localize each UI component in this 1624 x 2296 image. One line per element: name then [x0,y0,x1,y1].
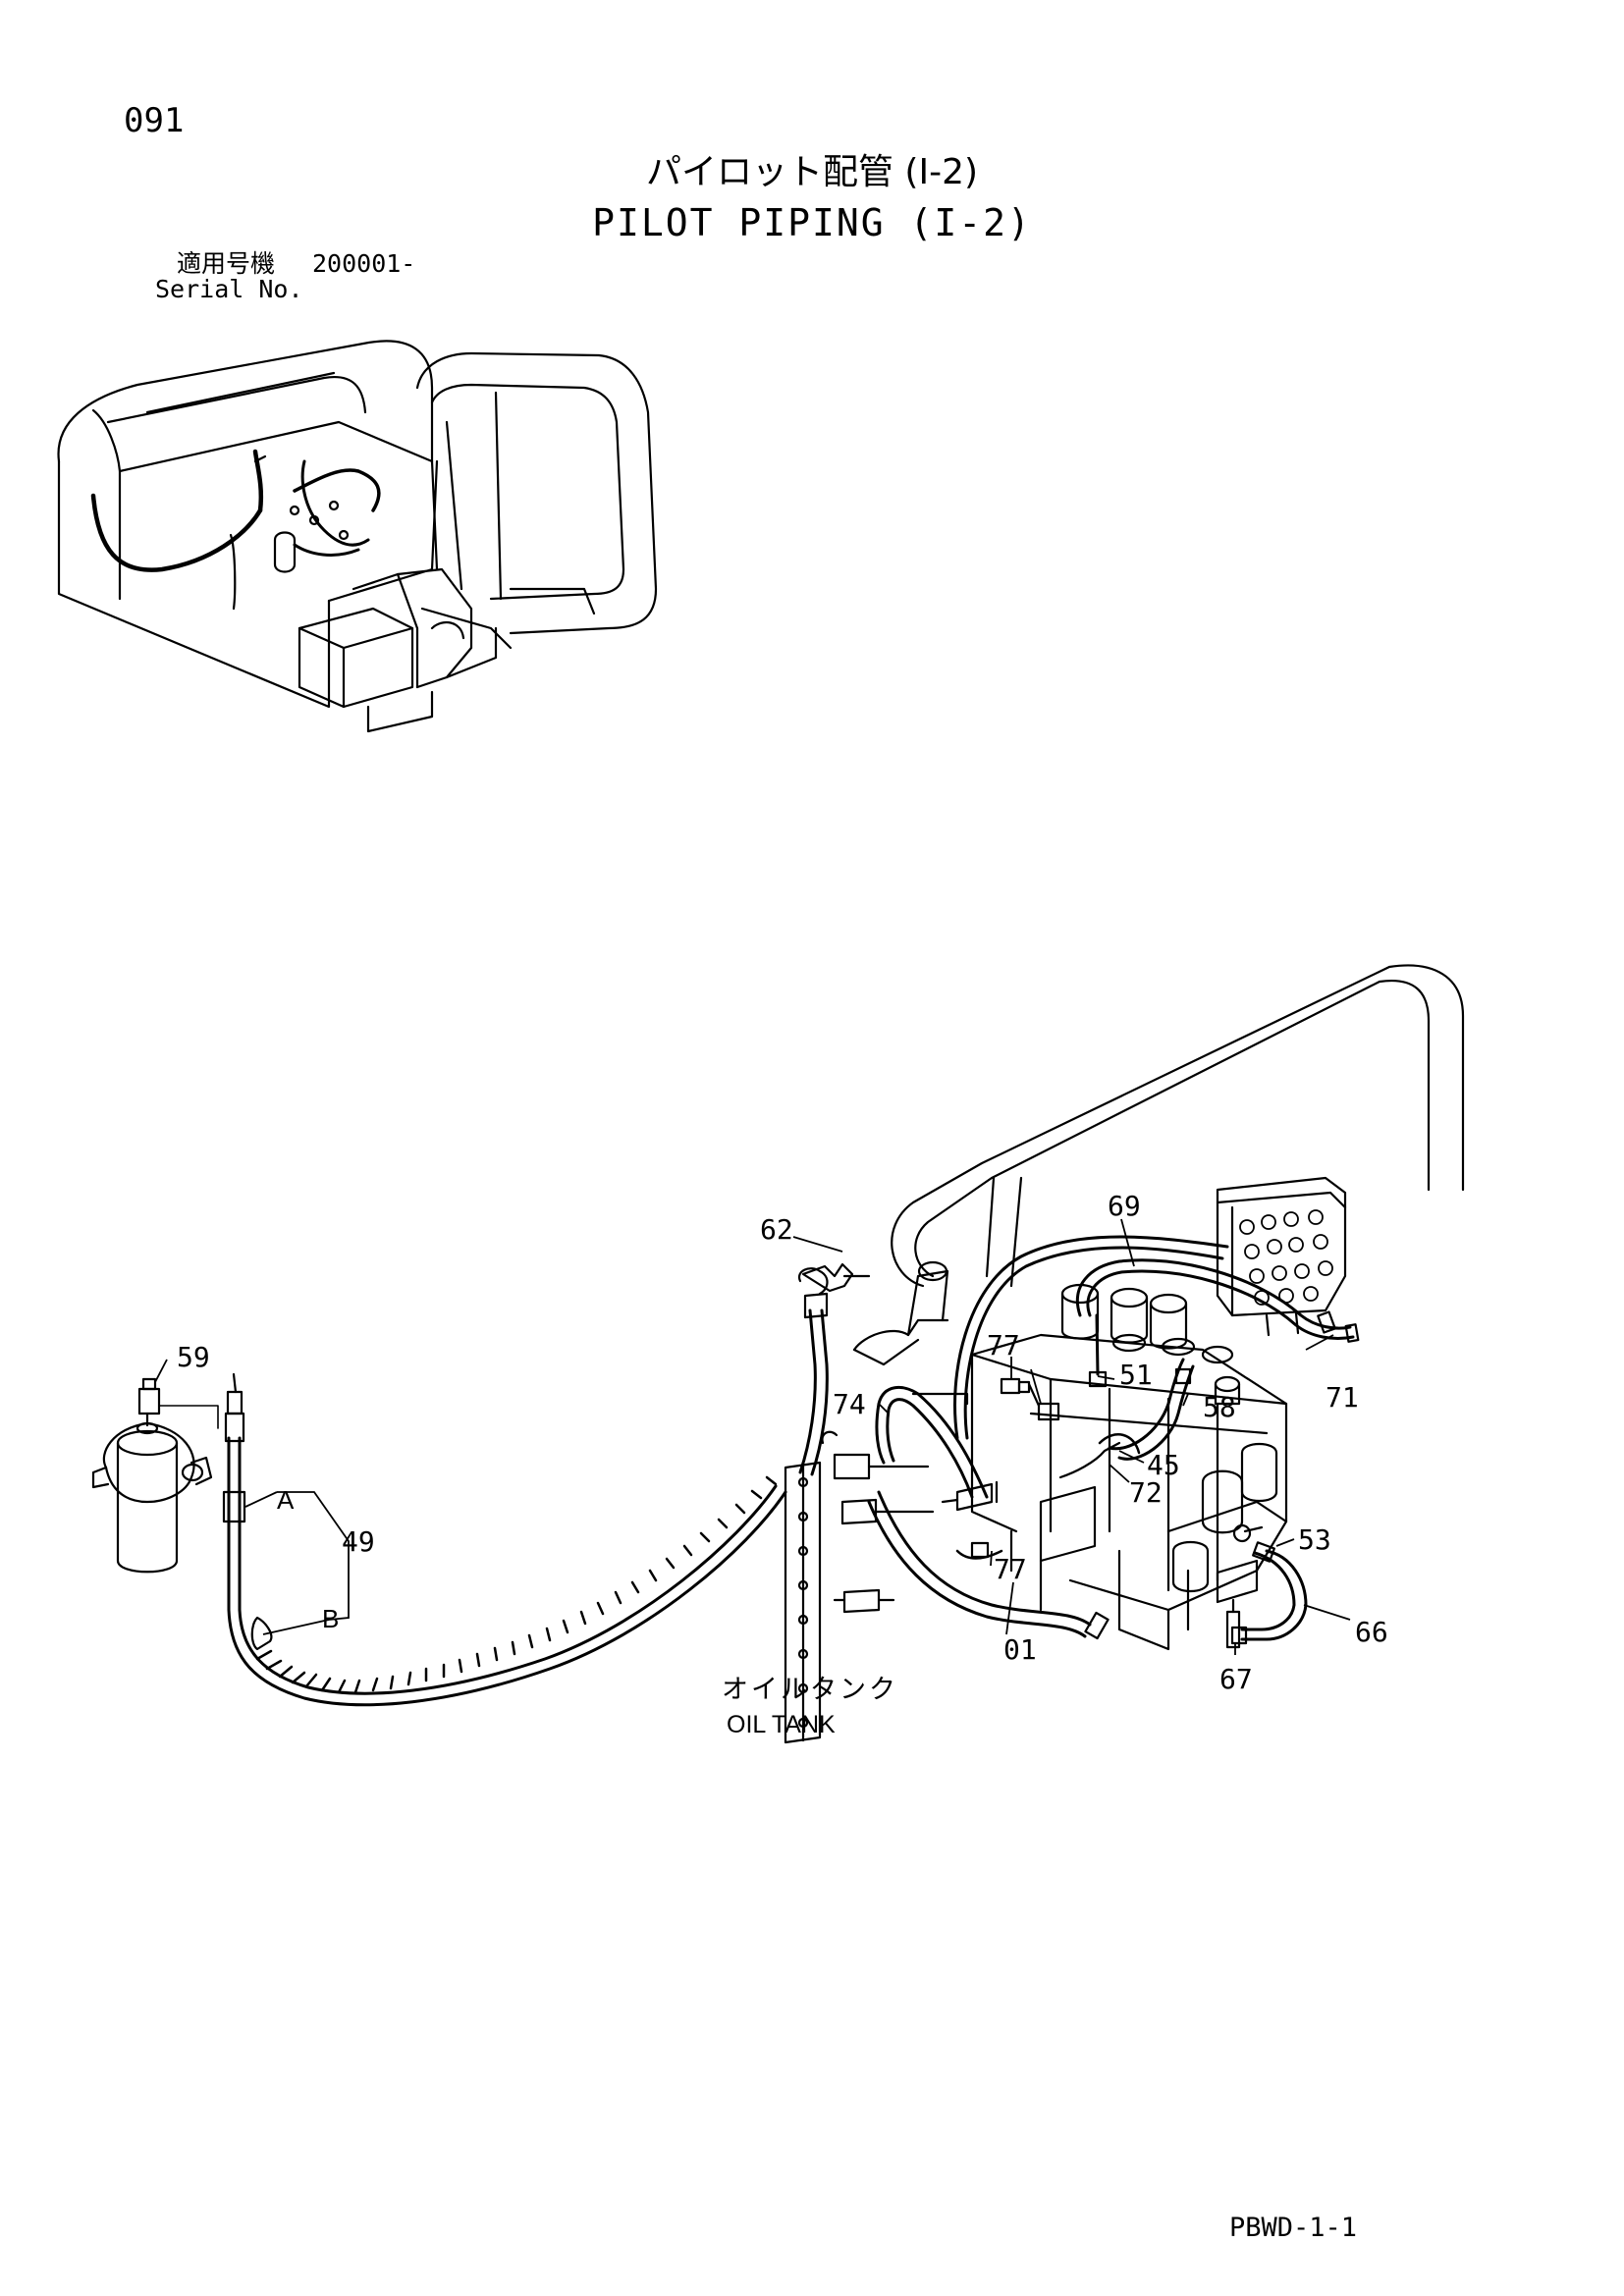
part-callouts: 62 59 69 77 51 74 58 71 45 72 49 A B 53 … [177,1190,1388,1738]
document-code: PBWD-1-1 [1229,2213,1358,2243]
page-number: 091 [124,101,185,140]
oil-tank-label-english: OIL TANK [727,1711,836,1738]
page-title-english: PILOT PIPING (I-2) [592,201,1032,244]
callout-66: 66 [1355,1616,1388,1648]
callout-74: 74 [833,1388,866,1420]
machine-overview-drawing [57,340,658,733]
callout-67: 67 [1219,1663,1253,1695]
callout-B: B [322,1604,339,1633]
pilot-piping-detail-drawing [91,964,1465,1744]
page-title-japanese: パイロット配管 (I-2) [645,152,979,192]
callout-71: 71 [1326,1381,1359,1414]
callout-leader-lines [154,1218,1351,1655]
callout-A: A [277,1485,295,1515]
oil-tank-label-japanese: オイルタンク [722,1675,898,1704]
callout-77-bottom: 77 [994,1553,1027,1585]
callout-01: 01 [1003,1633,1037,1666]
callout-51: 51 [1119,1359,1153,1391]
callout-45: 45 [1147,1449,1180,1481]
callout-53: 53 [1298,1523,1331,1556]
callout-62: 62 [760,1213,793,1246]
callout-58: 58 [1203,1391,1236,1423]
callout-69: 69 [1108,1190,1141,1222]
serial-number-value: 200001- [312,249,416,278]
serial-label-japanese: 適用号機 [177,249,276,278]
serial-label-english: Serial No. [155,275,303,303]
callout-77-top: 77 [987,1329,1020,1362]
callout-49: 49 [342,1525,375,1558]
callout-59: 59 [177,1341,210,1373]
callout-72: 72 [1129,1476,1163,1509]
